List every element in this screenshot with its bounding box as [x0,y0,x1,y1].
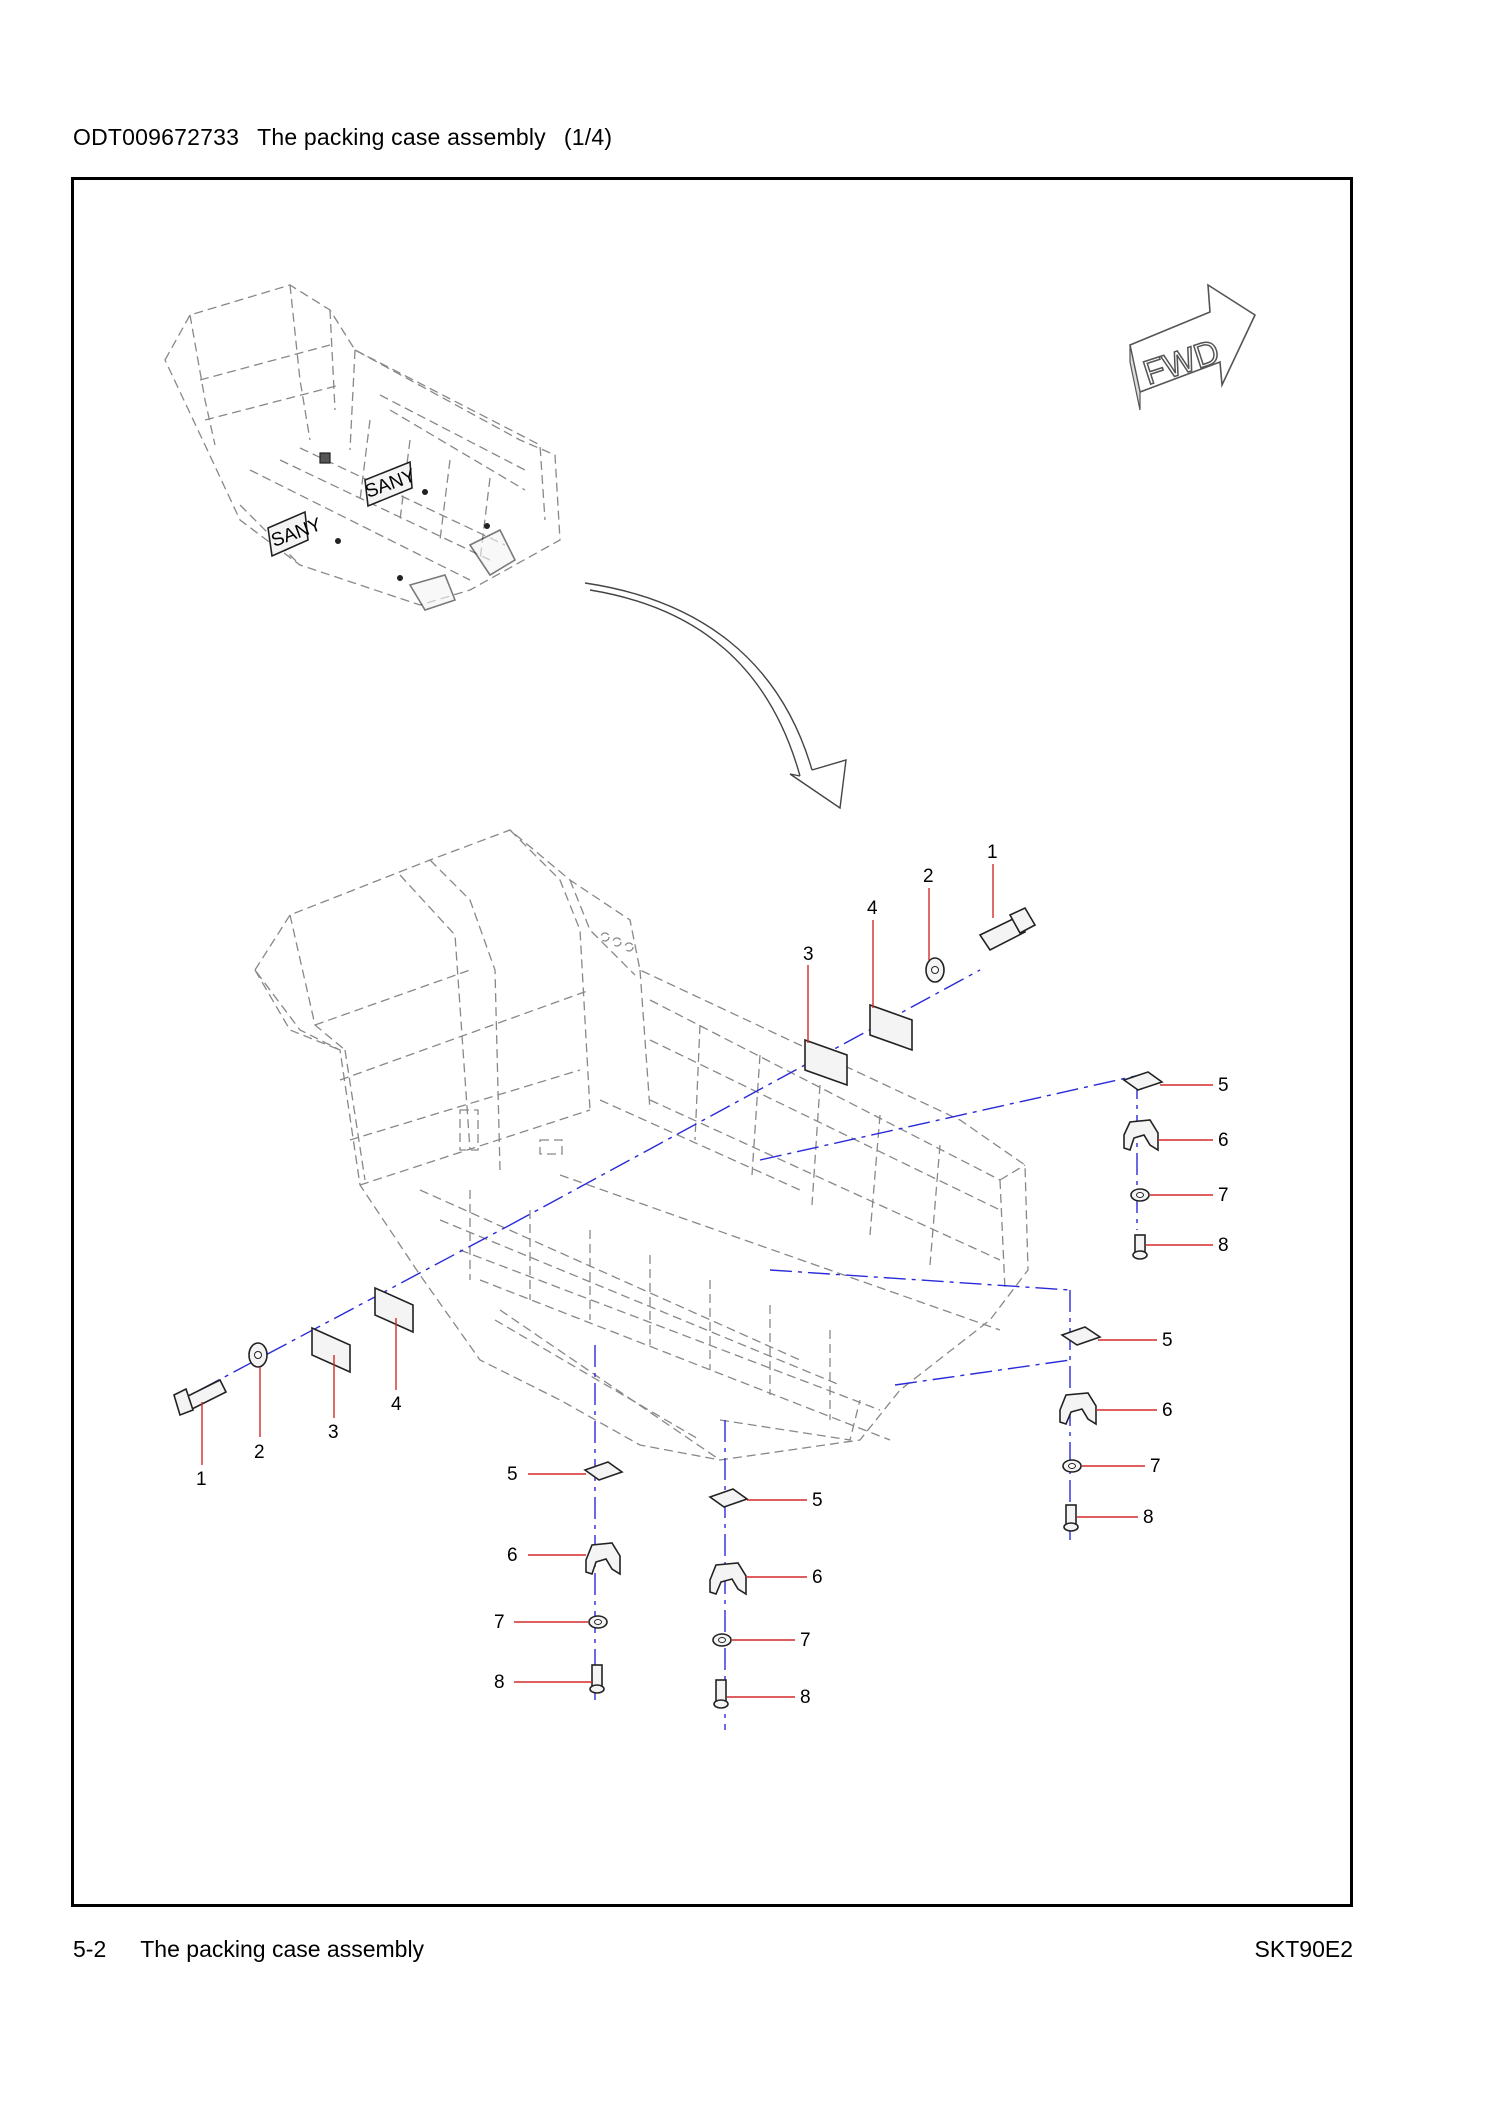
callout-r2-7: 7 [1150,1456,1161,1477]
callout-r2-8: 8 [1143,1507,1154,1528]
plate-4-top [869,1003,913,1052]
page-header: ODT009672733 The packing case assembly (1/… [73,124,630,151]
page-footer-left: 5-2 The packing case assembly [73,1936,458,1963]
curved-arrow [584,582,847,810]
leader-lines [201,864,1213,1698]
callout-b2-6: 6 [812,1567,823,1588]
callout-b2-5: 5 [812,1490,823,1511]
plate-4-left [374,1286,414,1334]
fwd-arrow-icon: FWD [1129,283,1257,411]
callout-r1-8: 8 [1218,1235,1229,1256]
callout-left-3: 3 [328,1422,339,1443]
callout-left-4: 4 [391,1394,402,1415]
page-fraction: (1/4) [563,124,613,150]
bolt-1-top [978,916,1027,952]
part-code: ODT009672733 [73,124,240,150]
callout-top-3: 3 [803,944,814,965]
callout-b1-5: 5 [507,1464,518,1485]
callout-r2-5: 5 [1162,1330,1173,1351]
plate-3-top [804,1038,848,1087]
callout-r1-6: 6 [1218,1130,1229,1151]
callout-r1-7: 7 [1218,1185,1229,1206]
left-fastener-group [173,1286,414,1417]
bottom-clip-stack-2 [708,1488,749,1709]
callout-left-2: 2 [254,1442,265,1463]
callout-labels: 1 2 3 4 1 2 3 4 5 6 7 8 5 6 7 8 5 6 7 8 … [196,842,1229,1708]
callout-left-1: 1 [196,1469,207,1490]
callout-b2-7: 7 [800,1630,811,1651]
diagram-frame [71,177,1353,1907]
callout-top-2: 2 [923,866,934,887]
callout-r1-5: 5 [1218,1075,1229,1096]
callout-b1-6: 6 [507,1545,518,1566]
dump-body-large [254,829,1029,1461]
section-number: 5-2 [73,1936,107,1962]
top-fastener-group [804,906,1037,1087]
footer-title: The packing case assembly [140,1936,425,1962]
bottom-clip-stack-1 [583,1461,624,1694]
right-clip-stack-2 [1059,1326,1102,1532]
overview-dump-body: SANY SANY [164,284,561,611]
right-clip-stack-1 [1122,1071,1164,1260]
callout-top-1: 1 [987,842,998,863]
model-code: SKT90E2 [1254,1936,1353,1962]
callout-b1-7: 7 [494,1612,505,1633]
callout-r2-6: 6 [1162,1400,1173,1421]
plate-3-left [311,1326,351,1374]
callout-top-4: 4 [867,898,878,919]
page-title: The packing case assembly [257,124,546,150]
callout-b1-8: 8 [494,1672,505,1693]
callout-b2-8: 8 [800,1687,811,1708]
